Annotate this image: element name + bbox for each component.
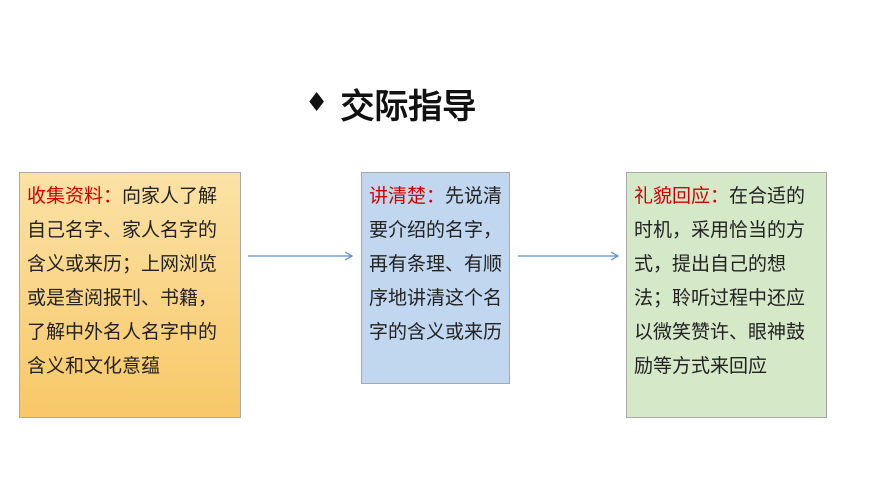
- page-title: ♦ 交际指导: [305, 78, 476, 128]
- step-heading: 收集资料：: [27, 185, 123, 207]
- step-body: 先说清要介绍的名字，再有条理、有顺序地讲清这个名字的含义或来历: [369, 185, 503, 343]
- page-title-text: 交际指导: [340, 86, 477, 127]
- arrow-right-icon: [518, 251, 620, 261]
- step-box-collect-materials: 收集资料：向家人了解自己名字、家人名字的含义或来历；上网浏览或是查阅报刊、书籍，…: [19, 172, 241, 418]
- step-box-polite-response: 礼貌回应：在合适的时机，采用恰当的方式，提出自己的想法；聆听过程中还应以微笑赞许…: [626, 172, 827, 418]
- step-heading: 礼貌回应：: [634, 185, 730, 207]
- step-body: 在合适的时机，采用恰当的方式，提出自己的想法；聆听过程中还应以微笑赞许、眼神鼓励…: [634, 185, 806, 377]
- arrow-right-icon: [248, 251, 354, 261]
- step-box-explain-clearly: 讲清楚：先说清要介绍的名字，再有条理、有顺序地讲清这个名字的含义或来历: [361, 172, 510, 384]
- step-body: 向家人了解自己名字、家人名字的含义或来历；上网浏览或是查阅报刊、书籍，了解中外名…: [27, 185, 218, 377]
- step-heading: 讲清楚：: [369, 185, 446, 207]
- diamond-bullet-icon: ♦: [305, 88, 329, 118]
